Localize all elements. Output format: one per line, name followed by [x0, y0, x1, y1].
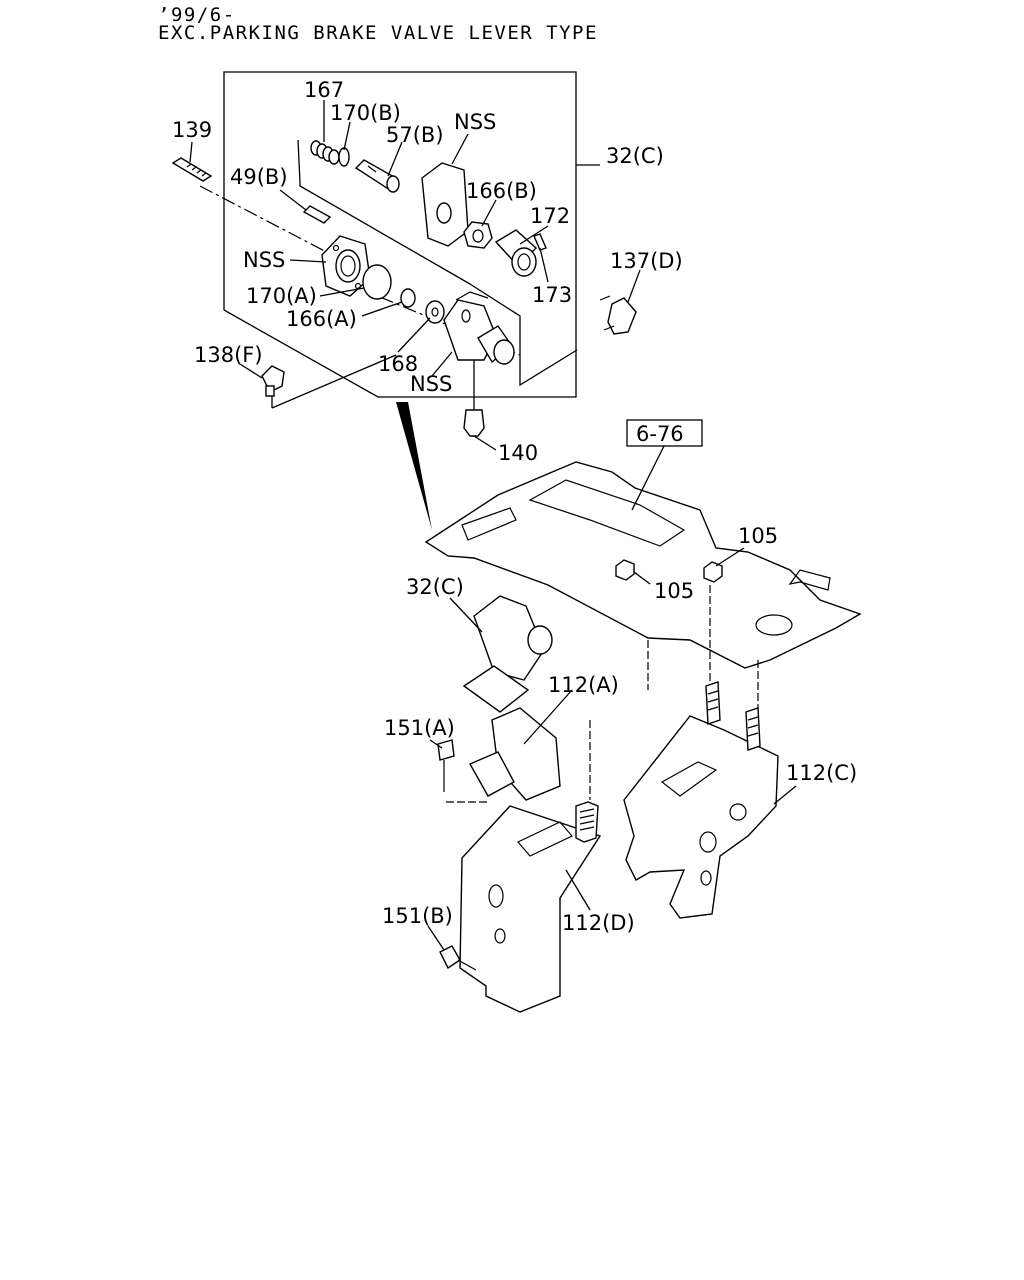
- label-170a: 170(A): [246, 284, 317, 308]
- part-151b-bolt: [439, 945, 477, 971]
- guide-lines: [297, 139, 578, 387]
- part-168-washer: [425, 300, 445, 324]
- part-nss-plate: [421, 162, 469, 247]
- label-173: 173: [532, 283, 572, 307]
- part-173-pin: [533, 233, 547, 251]
- label-168: 168: [378, 352, 418, 376]
- axis-139: [199, 185, 339, 259]
- bracket-plate: [424, 461, 862, 669]
- diagram-title: EXC.PARKING BRAKE VALVE LEVER TYPE: [158, 22, 598, 44]
- label-105-left: 105: [654, 579, 694, 603]
- label-140: 140: [498, 441, 538, 465]
- part-nss-flange: [321, 235, 371, 297]
- detail-box-outline: [223, 71, 577, 398]
- part-32c-valve: [462, 595, 553, 713]
- label-49b: 49(B): [230, 165, 288, 189]
- part-nss-valve-body: [443, 291, 515, 365]
- part-112d-bracket: [459, 801, 602, 1013]
- label-151b: 151(B): [382, 904, 453, 928]
- label-57b: 57(B): [386, 123, 444, 147]
- label-172: 172: [530, 204, 570, 228]
- part-170b-oring: [338, 147, 350, 167]
- part-49b-screw: [302, 205, 332, 224]
- part-137d-elbow: [599, 295, 637, 335]
- label-ref-6-76: 6-76: [636, 422, 684, 446]
- label-32c: 32(C): [406, 575, 464, 599]
- label-nss-left: NSS: [243, 248, 285, 272]
- part-138f-elbow: [261, 365, 285, 397]
- part-166a-nut: [400, 288, 416, 308]
- part-151a-bolt: [437, 739, 455, 792]
- label-112c: 112(C): [786, 761, 857, 785]
- part-105-nut-b: [703, 561, 723, 583]
- label-105-right: 105: [738, 524, 778, 548]
- part-166b-nut: [463, 221, 493, 249]
- label-139: 139: [172, 118, 212, 142]
- label-166b: 166(B): [466, 179, 537, 203]
- label-nss-top: NSS: [454, 110, 496, 134]
- label-nss-bottom: NSS: [410, 372, 452, 396]
- label-32c-box: 32(C): [606, 144, 664, 168]
- label-138f: 138(F): [194, 343, 263, 367]
- leader-lines: [189, 100, 797, 951]
- detail-pointer: [396, 402, 432, 530]
- part-172-sleeve: [494, 229, 538, 277]
- part-167-spring: [310, 140, 340, 165]
- part-139-bolt: [171, 157, 213, 182]
- date-code: ’99/6-: [158, 4, 236, 26]
- label-151a: 151(A): [384, 716, 455, 740]
- part-112c-bracket: [623, 681, 779, 919]
- label-167: 167: [304, 78, 344, 102]
- label-166a: 166(A): [286, 307, 357, 331]
- part-170a-oring: [362, 264, 392, 300]
- part-105-nut-a: [615, 559, 635, 581]
- part-57b-piston: [354, 159, 400, 193]
- label-170b: 170(B): [330, 101, 401, 125]
- label-137d: 137(D): [610, 249, 683, 273]
- leader-6-76: [631, 445, 665, 511]
- label-112d: 112(D): [562, 911, 635, 935]
- part-140-fitting: [463, 360, 485, 437]
- label-112a: 112(A): [548, 673, 619, 697]
- part-112a-bracket: [469, 707, 561, 801]
- ref-box-6-76: [626, 419, 703, 447]
